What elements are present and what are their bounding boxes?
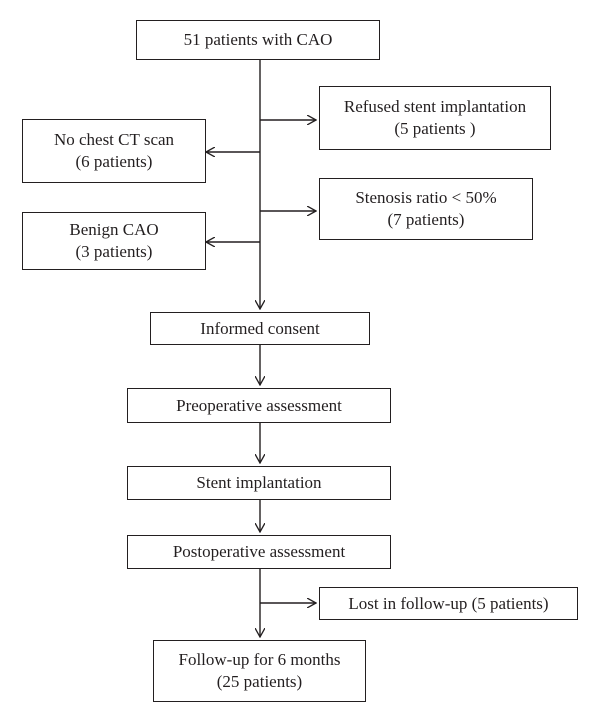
box-benign-cao-line2: (3 patients) xyxy=(75,242,153,261)
box-stenosis-ratio: Stenosis ratio < 50% (7 patients) xyxy=(319,178,533,240)
box-informed-consent: Informed consent xyxy=(150,312,370,345)
box-postoperative-assessment-line1: Postoperative assessment xyxy=(172,542,346,561)
box-follow-up-line1: Follow-up for 6 months xyxy=(178,650,341,669)
box-postoperative-assessment: Postoperative assessment xyxy=(127,535,391,569)
box-stent-implantation: Stent implantation xyxy=(127,466,391,500)
box-follow-up-line2: (25 patients) xyxy=(216,672,303,691)
box-refused-stent: Refused stent implantation (5 patients ) xyxy=(319,86,551,150)
box-stenosis-ratio-line1: Stenosis ratio < 50% xyxy=(355,188,497,207)
box-stent-implantation-line1: Stent implantation xyxy=(196,473,322,492)
box-stenosis-ratio-line2: (7 patients) xyxy=(387,210,465,229)
box-preoperative-assessment: Preoperative assessment xyxy=(127,388,391,423)
box-follow-up: Follow-up for 6 months (25 patients) xyxy=(153,640,366,702)
box-benign-cao-line1: Benign CAO xyxy=(69,220,159,239)
box-lost-in-follow-up-line1: Lost in follow-up (5 patients) xyxy=(348,593,549,613)
box-start-line1: 51 patients with CAO xyxy=(183,30,333,49)
box-benign-cao: Benign CAO (3 patients) xyxy=(22,212,206,270)
box-start: 51 patients with CAO xyxy=(136,20,380,60)
box-lost-in-follow-up: Lost in follow-up (5 patients) xyxy=(319,587,578,620)
box-refused-stent-line2: (5 patients ) xyxy=(394,119,476,138)
box-no-chest-ct-line2: (6 patients) xyxy=(75,152,153,171)
box-informed-consent-line1: Informed consent xyxy=(200,318,320,338)
box-no-chest-ct-line1: No chest CT scan xyxy=(53,130,175,149)
box-preoperative-assessment-line1: Preoperative assessment xyxy=(176,395,342,415)
box-no-chest-ct: No chest CT scan (6 patients) xyxy=(22,119,206,183)
box-refused-stent-line1: Refused stent implantation xyxy=(343,97,527,116)
